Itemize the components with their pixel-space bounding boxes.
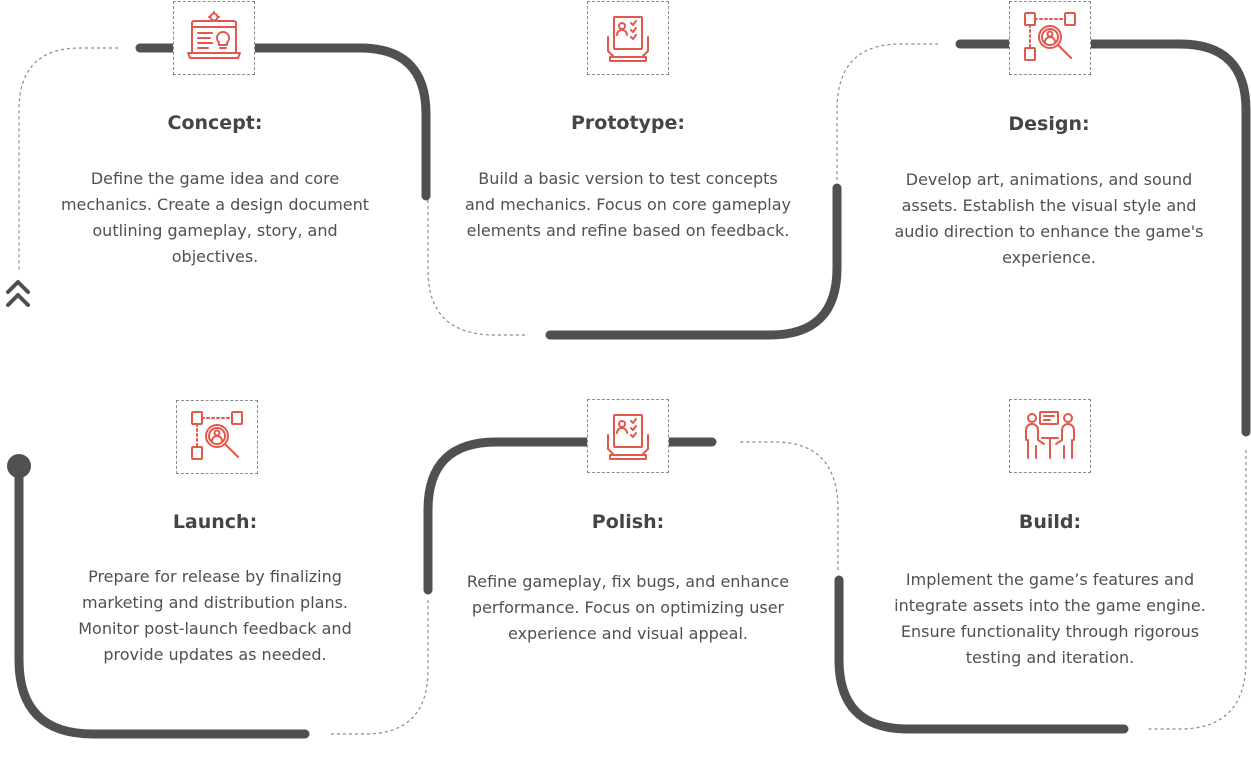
track-segment-prototype — [545, 183, 842, 340]
stage-title-build: Build: — [1018, 511, 1082, 533]
launch-icon-box — [176, 400, 258, 474]
stage-description-design: Develop art, animations, and sound asset… — [894, 170, 1204, 267]
clipboard-checklist-icon — [607, 16, 649, 62]
stage-description-build: Implement the game’s features and integr… — [894, 570, 1206, 667]
concept-icon-box — [173, 1, 255, 75]
stage-title-concept: Concept: — [167, 112, 263, 134]
polish-icon-box — [587, 399, 669, 473]
track-start-dot — [7, 454, 31, 478]
stage-title-polish: Polish: — [591, 511, 665, 533]
clipboard-checklist-icon — [607, 414, 649, 460]
track-segment-design — [955, 39, 1251, 437]
build-icon-box — [1009, 399, 1091, 473]
stage-description-prototype: Build a basic version to test concepts a… — [464, 169, 792, 240]
track-segment-polish — [423, 437, 717, 595]
team-discussion-icon — [1025, 411, 1075, 459]
stage-title-prototype: Prototype: — [570, 112, 686, 134]
design-icon-box — [1009, 1, 1091, 75]
double-chevron-up-icon — [6, 280, 30, 307]
search-network-users-icon — [191, 411, 243, 460]
stage-description-concept: Define the game idea and core mechanics.… — [60, 169, 370, 266]
prototype-icon-box — [587, 1, 669, 75]
track-segment-concept — [135, 43, 431, 201]
stage-title-launch: Launch: — [172, 511, 258, 533]
stage-title-design: Design: — [1008, 113, 1090, 135]
search-network-users-icon — [1024, 12, 1076, 61]
browser-settings-lightbulb-icon — [187, 11, 241, 59]
track-segment-build — [834, 575, 1129, 734]
track-segment-launch — [14, 463, 310, 739]
stage-description-launch: Prepare for release by finalizing market… — [78, 567, 352, 664]
stage-description-polish: Refine gameplay, fix bugs, and enhance p… — [466, 572, 790, 643]
